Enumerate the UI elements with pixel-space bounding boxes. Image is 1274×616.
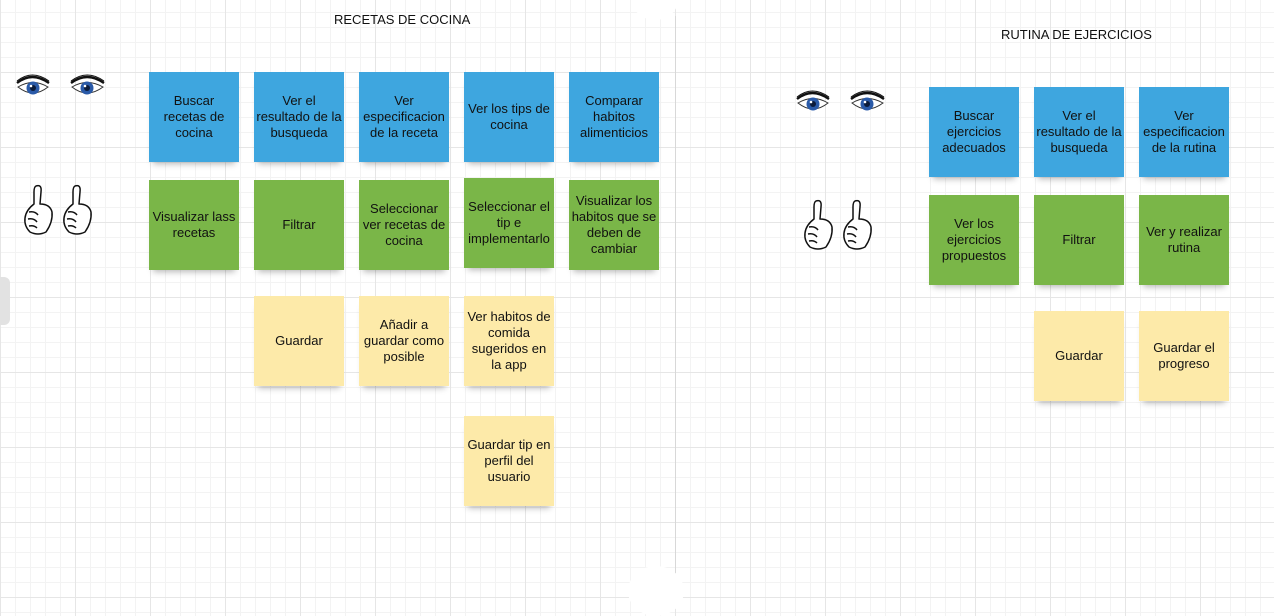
eyes-icon <box>16 74 105 95</box>
side-panel-handle[interactable] <box>0 277 10 325</box>
note-seleccionar-tip[interactable]: Seleccionar el tip e implementarlo <box>464 178 554 268</box>
thumbs-up-icon <box>24 184 92 235</box>
note-buscar-ejercicios[interactable]: Buscar ejercicios adecuados <box>929 87 1019 177</box>
note-visualizar-recetas[interactable]: Visualizar lass recetas <box>149 180 239 270</box>
note-ver-resultado-busqueda-rutina[interactable]: Ver el resultado de la busqueda <box>1034 87 1124 177</box>
note-realizar-rutina[interactable]: Ver y realizar rutina <box>1139 195 1229 285</box>
note-ver-resultado-busqueda[interactable]: Ver el resultado de la busqueda <box>254 72 344 162</box>
board-title-rutina: RUTINA DE EJERCICIOS <box>1001 27 1152 42</box>
note-guardar-tip[interactable]: Guardar tip en perfil del usuario <box>464 416 554 506</box>
note-comparar-habitos[interactable]: Comparar habitos alimenticios <box>569 72 659 162</box>
note-filtrar[interactable]: Filtrar <box>254 180 344 270</box>
note-anadir-guardar[interactable]: Añadir a guardar como posible <box>359 296 449 386</box>
eye-left-icon <box>796 90 830 111</box>
note-visualizar-habitos[interactable]: Visualizar los habitos que se deben de c… <box>569 180 659 270</box>
note-seleccionar-recetas[interactable]: Seleccionar ver recetas de cocina <box>359 180 449 270</box>
eye-right-icon <box>70 74 105 95</box>
note-guardar-rutina[interactable]: Guardar <box>1034 311 1124 401</box>
eye-right-icon <box>850 90 885 111</box>
note-ver-habitos-sugeridos[interactable]: Ver habitos de comida sugeridos en la ap… <box>464 296 554 386</box>
note-ver-especificacion-rutina[interactable]: Ver especificacion de la rutina <box>1139 87 1229 177</box>
note-guardar-progreso[interactable]: Guardar el progreso <box>1139 311 1229 401</box>
eyes-icon <box>796 90 885 111</box>
canvas-notch-bottom <box>628 566 684 616</box>
canvas-notch-top <box>632 0 678 20</box>
board-divider <box>675 16 676 598</box>
note-filtrar-rutina[interactable]: Filtrar <box>1034 195 1124 285</box>
board-title-recetas: RECETAS DE COCINA <box>334 12 471 27</box>
note-ver-ejercicios-propuestos[interactable]: Ver los ejercicios propuestos <box>929 195 1019 285</box>
eye-left-icon <box>16 74 50 95</box>
thumbs-up-icon <box>804 199 872 250</box>
note-buscar-recetas[interactable]: Buscar recetas de cocina <box>149 72 239 162</box>
note-ver-especificacion-receta[interactable]: Ver especificacion de la receta <box>359 72 449 162</box>
note-ver-tips-cocina[interactable]: Ver los tips de cocina <box>464 72 554 162</box>
note-guardar[interactable]: Guardar <box>254 296 344 386</box>
